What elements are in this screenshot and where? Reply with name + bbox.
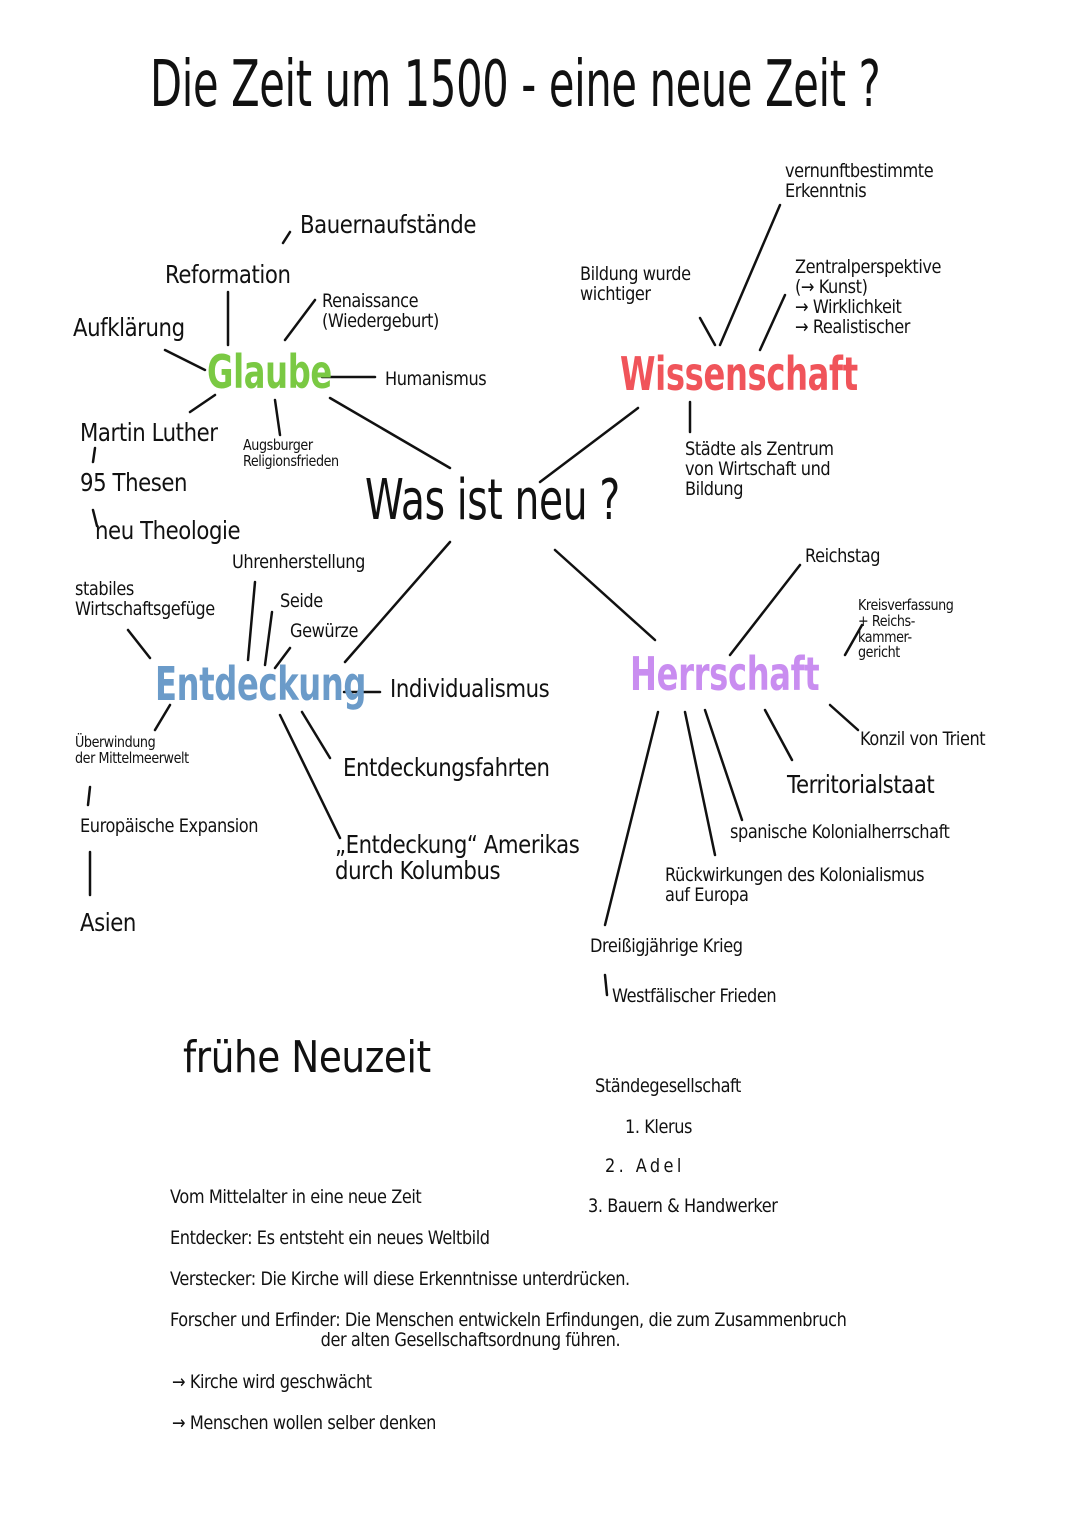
glaube-lines	[91, 230, 452, 528]
category-entdeckung: Entdeckung	[155, 657, 367, 711]
node-individualismus: Individualismus	[390, 674, 550, 703]
herrschaft-lines	[553, 548, 864, 997]
node-dreissigjaehriger-krieg: Dreißigjährige Krieg	[590, 935, 743, 957]
node-vernunftbestimmte-erkenntnis: vernunftbestimmte Erkenntnis	[785, 160, 934, 202]
node-wirtschaftsgefuege: stabiles Wirtschaftsgefüge	[75, 578, 215, 620]
note-line: → Menschen wollen selber denken	[172, 1412, 436, 1434]
node-staedte-zentrum: Städte als Zentrum von Wirtschaft und Bi…	[685, 438, 834, 500]
node-konzil-von-trient: Konzil von Trient	[860, 728, 986, 750]
note-line: Entdecker: Es entsteht ein neues Weltbil…	[170, 1227, 490, 1249]
page-title: Die Zeit um 1500 - eine neue Zeit ?	[150, 48, 881, 122]
staende-item: 1. Klerus	[625, 1116, 693, 1138]
node-95-thesen: 95 Thesen	[80, 468, 188, 497]
node-zentralperspektive: Zentralperspektive (→ Kunst) → Wirklichk…	[795, 256, 942, 338]
node-entdeckung-amerikas: „Entdeckung“ Amerikas durch Kolumbus	[335, 830, 580, 886]
node-aufklaerung: Aufklärung	[73, 313, 185, 342]
node-rueckwirkungen-kolonialismus: Rückwirkungen des Kolonialismus auf Euro…	[665, 864, 925, 906]
category-wissenschaft: Wissenschaft	[620, 347, 858, 401]
node-bildung-wichtiger: Bildung wurde wichtiger	[580, 263, 691, 305]
node-territorialstaat: Territorialstaat	[787, 770, 935, 799]
heading-fruehe-neuzeit: frühe Neuzeit	[183, 1032, 431, 1083]
staende-title: Ständegesellschaft	[595, 1075, 741, 1097]
node-renaissance: Renaissance (Wiedergeburt)	[322, 290, 439, 332]
node-martin-luther: Martin Luther	[80, 418, 218, 447]
node-uhrenherstellung: Uhrenherstellung	[232, 551, 365, 573]
node-neue-theologie: neu Theologie	[95, 516, 241, 545]
entdeckung-lines	[86, 540, 452, 897]
node-bauernaufstaende: Bauernaufstände	[300, 210, 477, 239]
note-line: Verstecker: Die Kirche will diese Erkenn…	[170, 1268, 630, 1290]
node-asien: Asien	[80, 908, 136, 937]
node-spanische-kolonialherrschaft: spanische Kolonialherrschaft	[730, 821, 950, 843]
note-line: Forscher und Erfinder: Die Menschen entw…	[170, 1309, 847, 1351]
node-reichstag: Reichstag	[805, 545, 881, 567]
category-herrschaft: Herrschaft	[630, 647, 820, 701]
node-entdeckungsfahrten: Entdeckungsfahrten	[343, 753, 550, 782]
category-glaube: Glaube	[207, 345, 332, 399]
staende-item: 2. Adel	[605, 1155, 685, 1177]
node-ueberwindung-mittelmeerwelt: Überwindung der Mittelmeerwelt	[75, 733, 189, 767]
wissenschaft-lines	[538, 203, 787, 484]
node-westfaelischer-frieden: Westfälischer Frieden	[612, 985, 777, 1007]
node-europaeische-expansion: Europäische Expansion	[80, 815, 259, 837]
staende-item: 3. Bauern & Handwerker	[588, 1195, 778, 1217]
node-gewuerze: Gewürze	[290, 620, 358, 642]
note-line: → Kirche wird geschwächt	[172, 1371, 372, 1393]
node-kreisverfassung: Kreisverfassung + Reichs- kammer- gerich…	[858, 596, 954, 662]
node-augsburger-religionsfrieden: Augsburger Religionsfrieden	[243, 436, 339, 470]
node-humanismus: Humanismus	[385, 368, 487, 390]
note-line: Vom Mittelalter in eine neue Zeit	[170, 1186, 422, 1208]
central-question: Was ist neu ?	[365, 468, 620, 533]
node-reformation: Reformation	[165, 260, 291, 289]
node-seide: Seide	[280, 590, 323, 612]
